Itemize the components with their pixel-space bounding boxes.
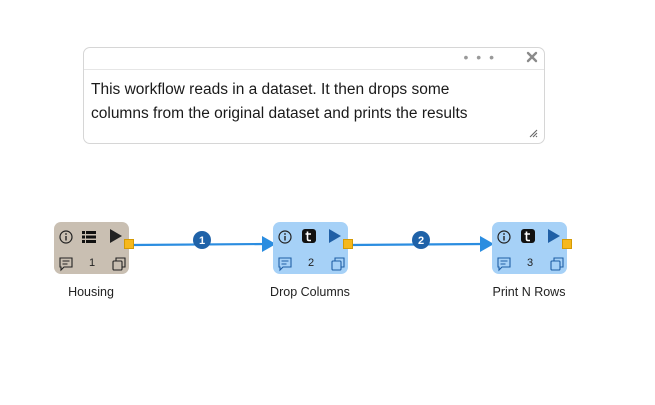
comment-icon[interactable] xyxy=(58,256,74,272)
node-count: 1 xyxy=(88,257,96,269)
resize-handle-icon[interactable] xyxy=(528,128,538,138)
info-icon[interactable] xyxy=(277,229,293,245)
node-print-n-rows[interactable]: 3 xyxy=(492,222,572,274)
link-badge-2-text: 2 xyxy=(418,235,424,247)
copy-icon[interactable] xyxy=(111,256,127,272)
note-text[interactable]: This workflow reads in a dataset. It the… xyxy=(91,81,468,122)
transform-icon xyxy=(521,229,535,243)
node-housing[interactable]: 1 xyxy=(54,222,134,274)
transform-icon xyxy=(302,229,316,243)
node-count: 3 xyxy=(526,257,534,269)
output-port[interactable] xyxy=(562,239,572,249)
note-header[interactable]: • • • xyxy=(84,48,544,70)
node-drop-columns[interactable]: 2 xyxy=(273,222,353,274)
table-icon xyxy=(82,231,96,243)
comment-icon[interactable] xyxy=(277,256,293,272)
node-label-print-n-rows: Print N Rows xyxy=(492,285,566,299)
output-port[interactable] xyxy=(343,239,353,249)
node-count: 2 xyxy=(307,257,315,269)
link-badge-1-text: 1 xyxy=(199,235,205,247)
info-icon[interactable] xyxy=(496,229,512,245)
node-label-drop-columns: Drop Columns xyxy=(270,285,350,299)
output-port[interactable] xyxy=(124,239,134,249)
run-icon[interactable] xyxy=(546,228,562,244)
link-1[interactable]: 1 xyxy=(131,231,276,252)
copy-icon[interactable] xyxy=(549,256,565,272)
node-label-housing: Housing xyxy=(68,285,114,299)
link-badge-1 xyxy=(193,231,211,249)
note-menu-icon[interactable]: • • • xyxy=(463,49,496,65)
close-icon[interactable] xyxy=(525,50,539,64)
run-icon[interactable] xyxy=(108,228,124,244)
info-icon[interactable] xyxy=(58,229,74,245)
link-badge-2 xyxy=(412,231,430,249)
run-icon[interactable] xyxy=(327,228,343,244)
copy-icon[interactable] xyxy=(330,256,346,272)
comment-icon[interactable] xyxy=(496,256,512,272)
link-2[interactable]: 2 xyxy=(349,231,494,252)
workflow-note[interactable]: • • • This workflow reads in a dataset. … xyxy=(83,47,545,144)
